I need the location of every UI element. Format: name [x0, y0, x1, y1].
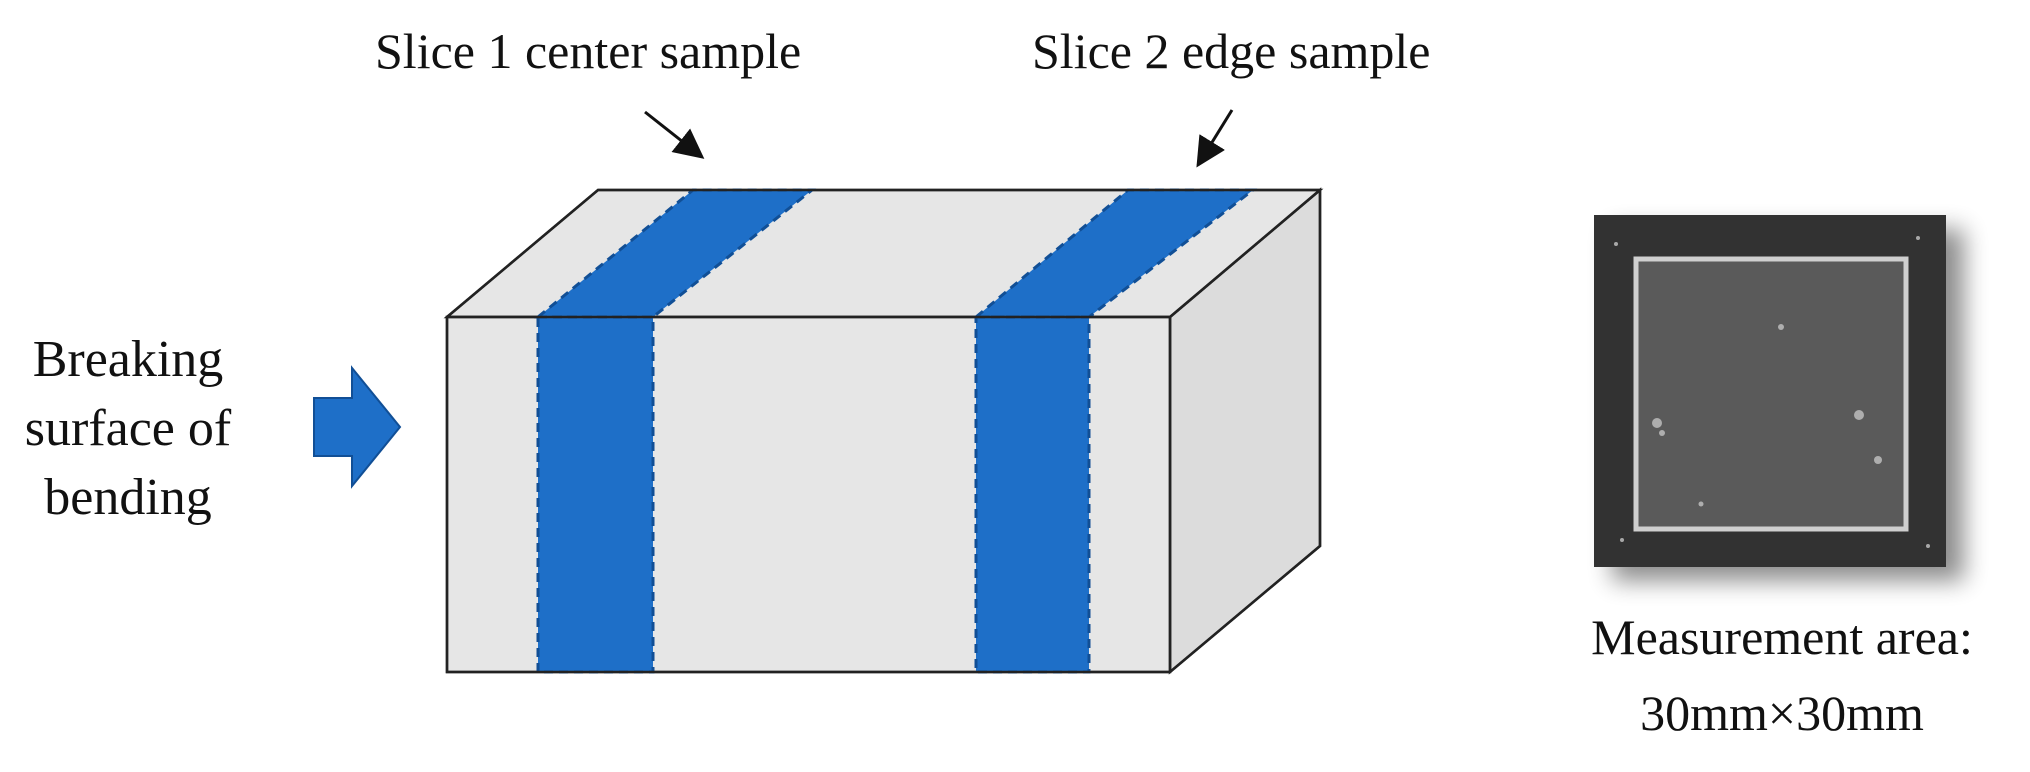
slice2-pointer-arrow: [1196, 109, 1234, 168]
slice2-front-band: [974, 315, 1091, 674]
measurement-sample: [1594, 215, 1946, 567]
slice1-label: Slice 1 center sample: [375, 23, 801, 79]
breaking-direction-arrow-icon: [313, 365, 402, 489]
slice2-label: Slice 2 edge sample: [1032, 23, 1431, 79]
breaking-label-line3: bending: [44, 469, 212, 526]
breaking-label-line1: Breaking: [33, 331, 224, 388]
measurement-label-line1: Measurement area:: [1591, 609, 1973, 665]
sample-speckles: [1614, 236, 1930, 548]
breaking-label-line2: surface of: [25, 400, 232, 457]
slice1-front-band: [536, 315, 655, 674]
sample-inner-area: [1633, 256, 1909, 532]
measurement-label-line2: 30mm×30mm: [1640, 685, 1924, 741]
slice1-pointer-arrow: [644, 110, 705, 159]
